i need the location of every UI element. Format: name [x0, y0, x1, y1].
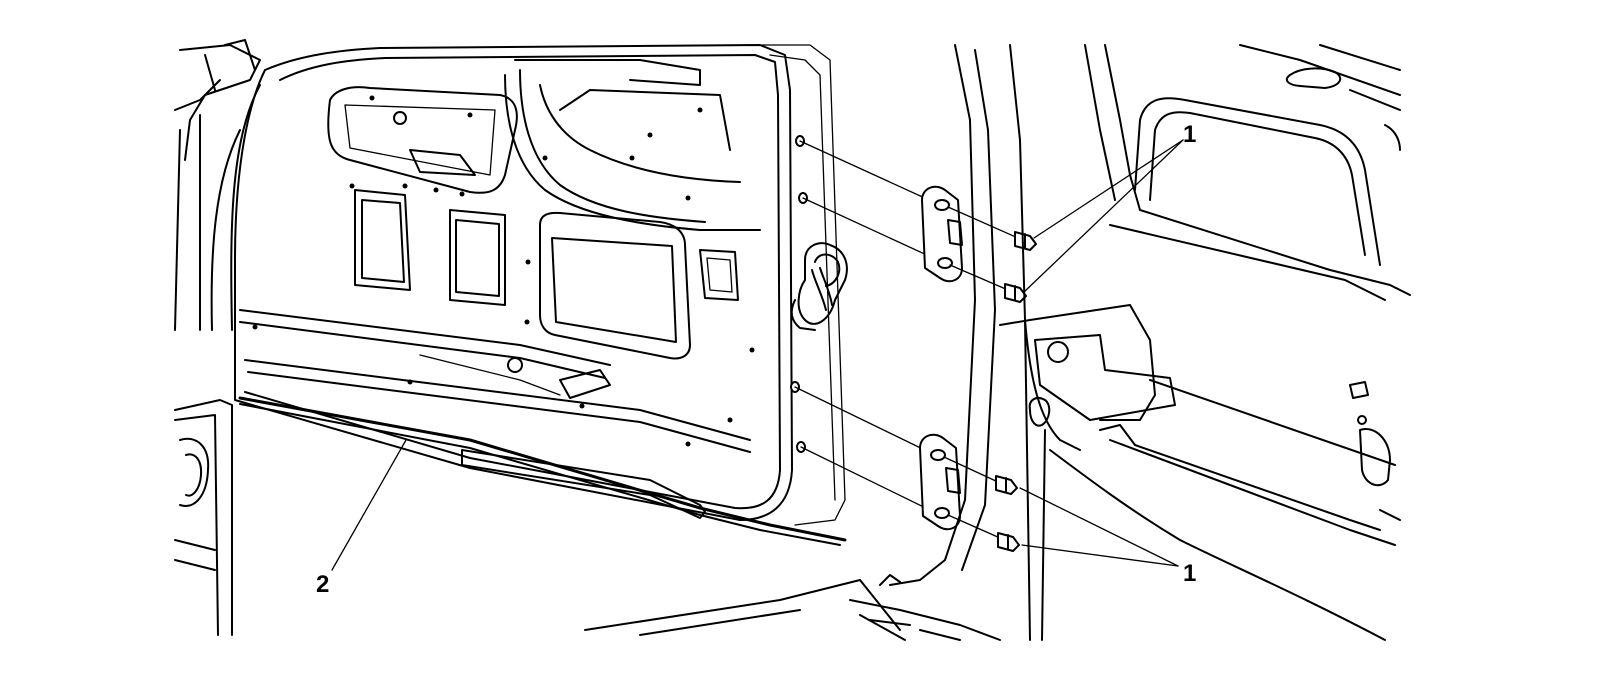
callout-leaders [331, 139, 1184, 571]
bolt-icon [947, 514, 1020, 552]
callout-1-lower: 1 [1183, 560, 1196, 587]
bolt-icon [949, 264, 1027, 303]
hinge-alignment-lines [794, 140, 943, 516]
lower-door-hinge [919, 433, 961, 531]
door-hinge-face [790, 135, 848, 453]
rear-door-inner-panel [234, 44, 847, 546]
callout-1-upper: 1 [1183, 121, 1196, 148]
hinge-bolts [943, 206, 1037, 552]
door-opening-frame [174, 39, 261, 636]
bolt-icon [943, 456, 1018, 495]
floor [584, 574, 1001, 641]
body-b-pillar [889, 44, 1386, 641]
callout-2: 2 [316, 571, 329, 598]
upper-door-hinge [921, 185, 963, 283]
bolt-icon [947, 206, 1037, 251]
rear-interior [999, 44, 1411, 546]
weatherstrip-lower [238, 396, 847, 542]
